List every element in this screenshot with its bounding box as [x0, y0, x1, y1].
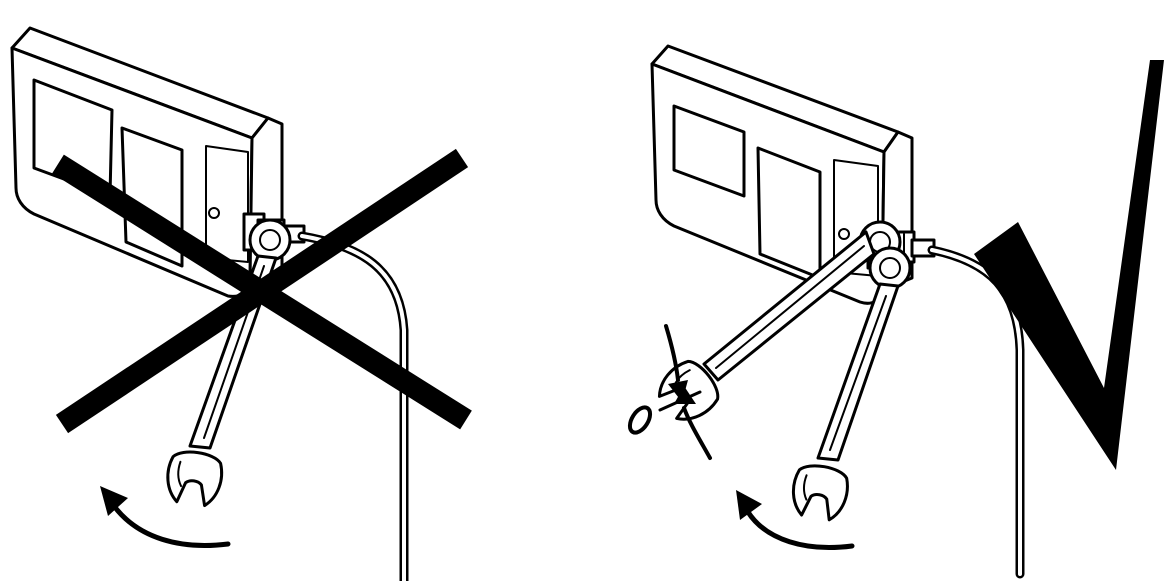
screw-icon [838, 228, 850, 240]
zero-mark [627, 405, 653, 435]
enclosure-window [672, 104, 746, 198]
cross-mark-icon [52, 148, 472, 434]
curved-arrow-counterclockwise-icon [100, 486, 231, 548]
check-mark-icon [974, 60, 1164, 470]
enclosure-window [756, 146, 822, 280]
panel-incorrect [10, 26, 472, 581]
wrench-icon [787, 246, 912, 524]
cable [297, 231, 409, 581]
wrench-icon [650, 220, 902, 430]
panel-correct [627, 44, 1164, 579]
counter-hold-arrows-icon [627, 324, 712, 460]
curved-arrow-counterclockwise-icon [736, 490, 855, 551]
screw-icon [208, 207, 220, 219]
enclosure-housing [10, 26, 284, 298]
